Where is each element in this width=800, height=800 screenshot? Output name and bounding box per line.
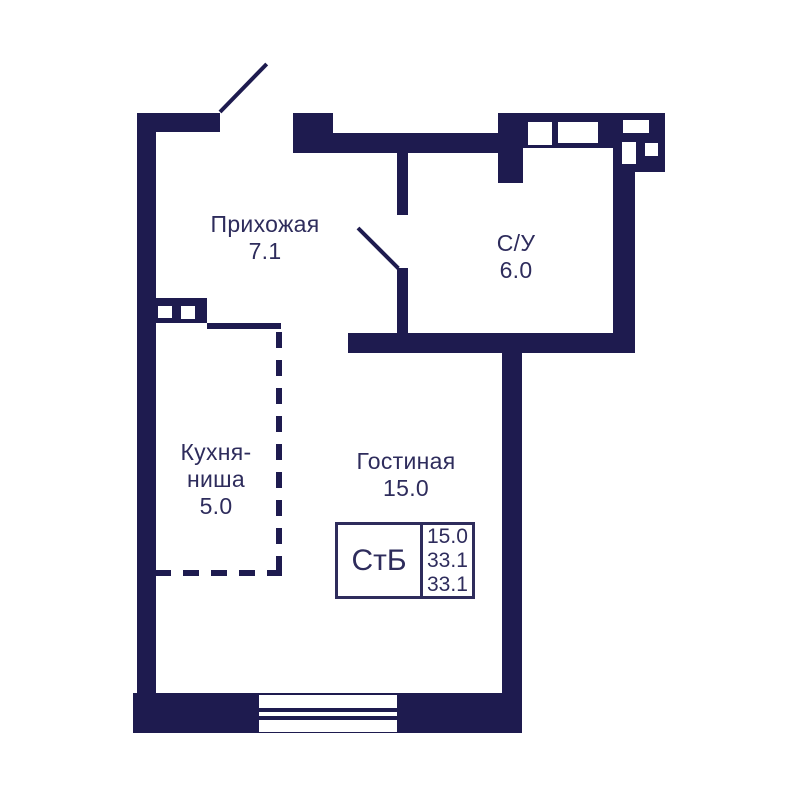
window <box>259 695 397 732</box>
bathroom-door-swing <box>356 226 400 270</box>
apartment-type-label: СтБ <box>338 525 423 596</box>
wall-hallway-top <box>333 133 500 153</box>
apartment-areas: 15.0 33.1 33.1 <box>423 525 472 596</box>
room-label-bathroom: С/У 6.0 <box>456 230 576 284</box>
shaft-opening <box>558 122 598 143</box>
window-frame-line <box>259 708 397 712</box>
shaft-opening <box>158 306 172 318</box>
room-label-hallway: Прихожая 7.1 <box>185 211 345 265</box>
room-name: С/У <box>496 230 536 256</box>
wall-top-left <box>137 113 220 132</box>
wall-outer-left <box>137 113 156 733</box>
apartment-info-box: СтБ 15.0 33.1 33.1 <box>335 522 475 599</box>
shaft-opening <box>622 142 636 164</box>
room-name: Гостиная <box>356 448 456 474</box>
room-name: Кухня- <box>180 439 252 465</box>
room-name: ниша <box>187 466 245 492</box>
info-box-value: 15.0 <box>427 524 468 548</box>
room-area: 15.0 <box>383 475 429 501</box>
shaft-opening <box>645 143 658 156</box>
room-label-kitchen: Кухня- ниша 5.0 <box>146 439 286 520</box>
room-area: 6.0 <box>499 257 533 283</box>
shaft-opening <box>181 306 195 319</box>
wall-bathroom-partition-bottom <box>397 268 408 333</box>
shaft-opening <box>623 120 649 133</box>
shaft-opening <box>528 122 552 145</box>
wall-bathroom-partition-top <box>397 153 408 215</box>
room-area: 5.0 <box>199 493 233 519</box>
wall-shaft-left <box>498 113 523 183</box>
entry-door-swing <box>218 62 269 114</box>
kitchen-zone-dashed-right <box>276 332 282 578</box>
window-frame-line <box>259 716 397 720</box>
kitchen-partition-line <box>207 323 281 329</box>
wall-living-right <box>502 333 522 733</box>
kitchen-zone-dashed-bottom <box>155 570 282 576</box>
room-label-living: Гостиная 15.0 <box>336 448 476 502</box>
info-box-value: 33.1 <box>427 572 468 596</box>
room-area: 7.1 <box>248 238 282 264</box>
wall-bathroom-bottom <box>348 333 635 353</box>
wall-bathroom-right <box>613 172 635 353</box>
wall-entry-pier <box>293 113 333 153</box>
info-box-value: 33.1 <box>427 548 468 572</box>
room-name: Прихожая <box>210 211 320 237</box>
